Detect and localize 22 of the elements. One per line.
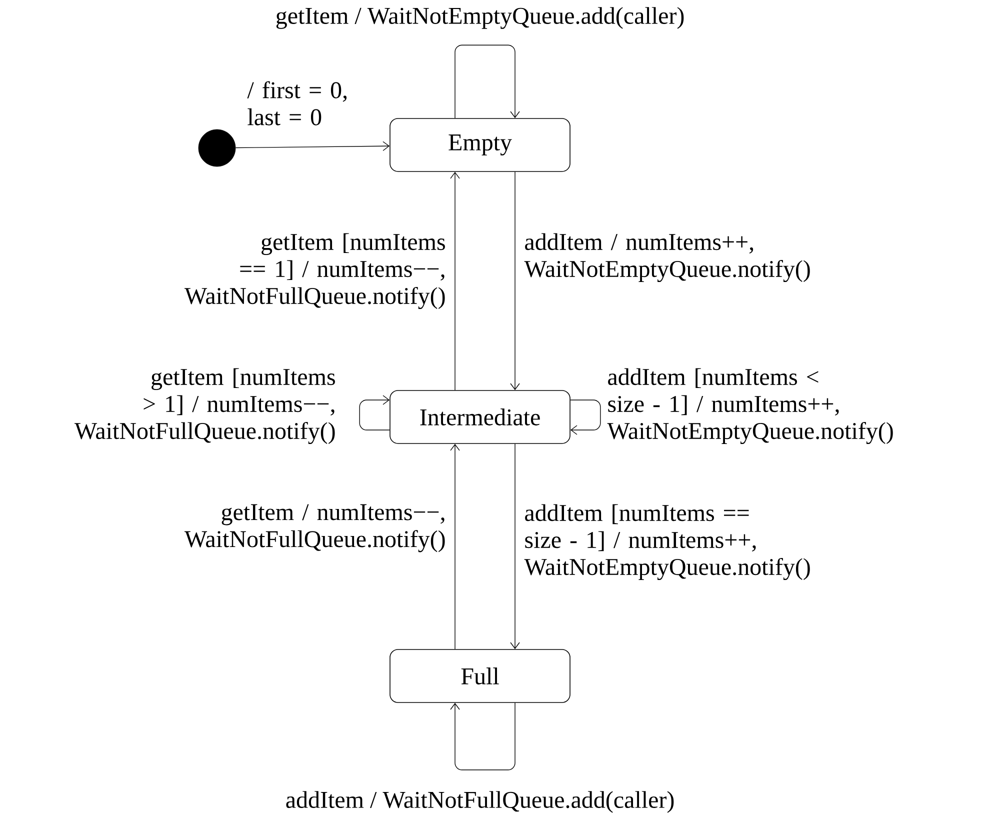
- arrow: [235, 141, 390, 151]
- arrow: [450, 444, 460, 650]
- edge-label: addItem / numItems++, WaitNotEmptyQueue.notify(): [524, 233, 810, 282]
- state-box: Empty: [390, 118, 570, 172]
- arrow: [510, 172, 520, 390]
- state-box: Full: [390, 649, 570, 703]
- edge-label: / first = 0, last = 0: [247, 81, 347, 126]
- edge-label: getItem / WaitNotEmptyQueue.add(caller): [276, 7, 684, 29]
- edge-label: getItem [numItems > 1] / numItems−−, WaitNotFullQueue.notify(): [74, 368, 335, 444]
- edge-label: getItem / numItems−−, WaitNotFullQueue.notify(): [184, 504, 445, 552]
- state-box: Intermediate: [390, 390, 570, 444]
- edge-label: getItem [numItems == 1] / numItems−−, WaitNotFullQueue.notify(): [184, 233, 445, 310]
- edge-label: addItem [numItems < size - 1] / numItems++, WaitNotEmptyQueue.notify(): [607, 368, 893, 444]
- edge-label: addItem / WaitNotFullQueue.add(caller): [286, 791, 674, 813]
- arrow: [454, 44, 520, 118]
- arrow: [570, 400, 601, 435]
- edge-label: addItem [numItems == size - 1] / numItems++, WaitNotEmptyQueue.notify(): [524, 504, 810, 580]
- arrow: [359, 395, 390, 430]
- arrow: [450, 172, 460, 390]
- arrow: [510, 444, 520, 650]
- initial-state-dot: [198, 129, 236, 167]
- arrow: [450, 702, 516, 770]
